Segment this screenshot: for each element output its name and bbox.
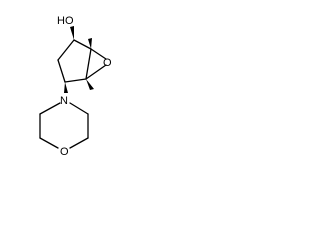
epoxide-oxygen-label: O xyxy=(103,57,112,69)
wedge-bond-hydroxyl xyxy=(70,26,74,40)
bond-ch2-o-left xyxy=(39,137,59,149)
bond-n-ch2-left xyxy=(39,102,61,115)
bond-epoxide-lower-o xyxy=(85,64,107,80)
structure-canvas: HO O N O xyxy=(0,0,143,179)
wedge-bond-epoxide-upper xyxy=(88,38,92,49)
bond-ch2-n-right xyxy=(69,102,89,115)
morpholine-nitrogen-label: N xyxy=(60,95,68,107)
wedge-bond-epoxide-lower xyxy=(86,79,94,90)
wedge-bond-morpholine xyxy=(64,82,68,93)
bond-ch2-cn xyxy=(57,59,66,83)
bond-o-ch2-right xyxy=(69,137,89,149)
bond-epoxide-upper-o xyxy=(90,48,107,60)
hydroxyl-label: HO xyxy=(57,15,74,27)
bond-c-epoxide-fusion xyxy=(85,48,92,80)
bond-cn-c-epoxide-lower xyxy=(64,78,87,83)
molecule-diagram: HO O N O xyxy=(39,15,112,158)
morpholine-oxygen-label: O xyxy=(60,146,69,158)
bond-c-epoxide-upper-c-oh xyxy=(73,39,92,50)
bond-c-oh-ch2 xyxy=(57,39,75,61)
